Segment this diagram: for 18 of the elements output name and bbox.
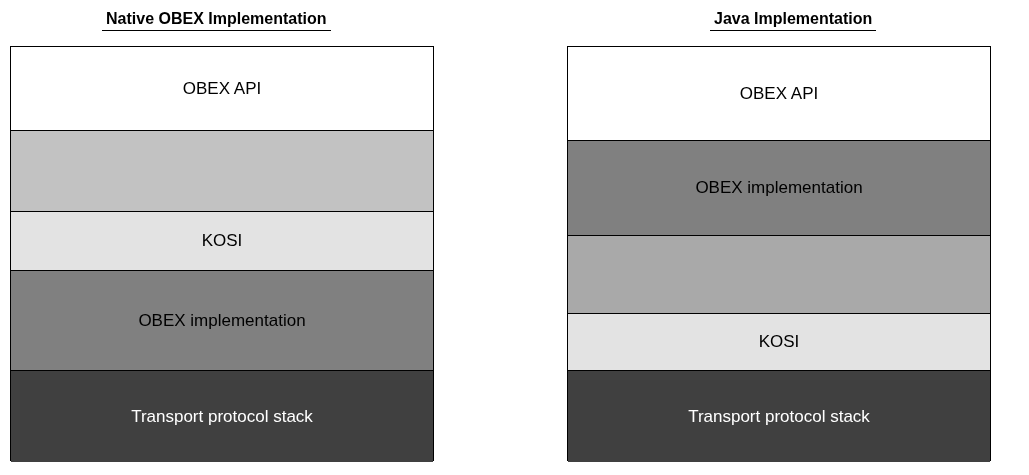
layer-label: Transport protocol stack xyxy=(131,406,313,427)
layer-label: KOSI xyxy=(758,332,800,352)
layer-label: OBEX API xyxy=(182,78,262,99)
layer-band xyxy=(568,236,990,314)
layer-band xyxy=(11,371,433,462)
stack-heading: Native OBEX Implementation xyxy=(102,10,331,31)
stack-heading: Java Implementation xyxy=(710,10,877,31)
layer-band xyxy=(568,141,990,236)
layer-label: OBEX implementation xyxy=(138,310,306,331)
layer-band xyxy=(568,371,990,462)
layer-band xyxy=(11,271,433,371)
layer-label: OBEX API xyxy=(739,83,819,104)
layer-band xyxy=(11,131,433,212)
layer-band xyxy=(11,212,433,271)
layer-label: OBEX implementation xyxy=(695,178,863,198)
layer-band xyxy=(568,314,990,371)
layer-label: Transport protocol stack xyxy=(688,406,870,427)
layer-label: KOSI xyxy=(201,231,243,251)
